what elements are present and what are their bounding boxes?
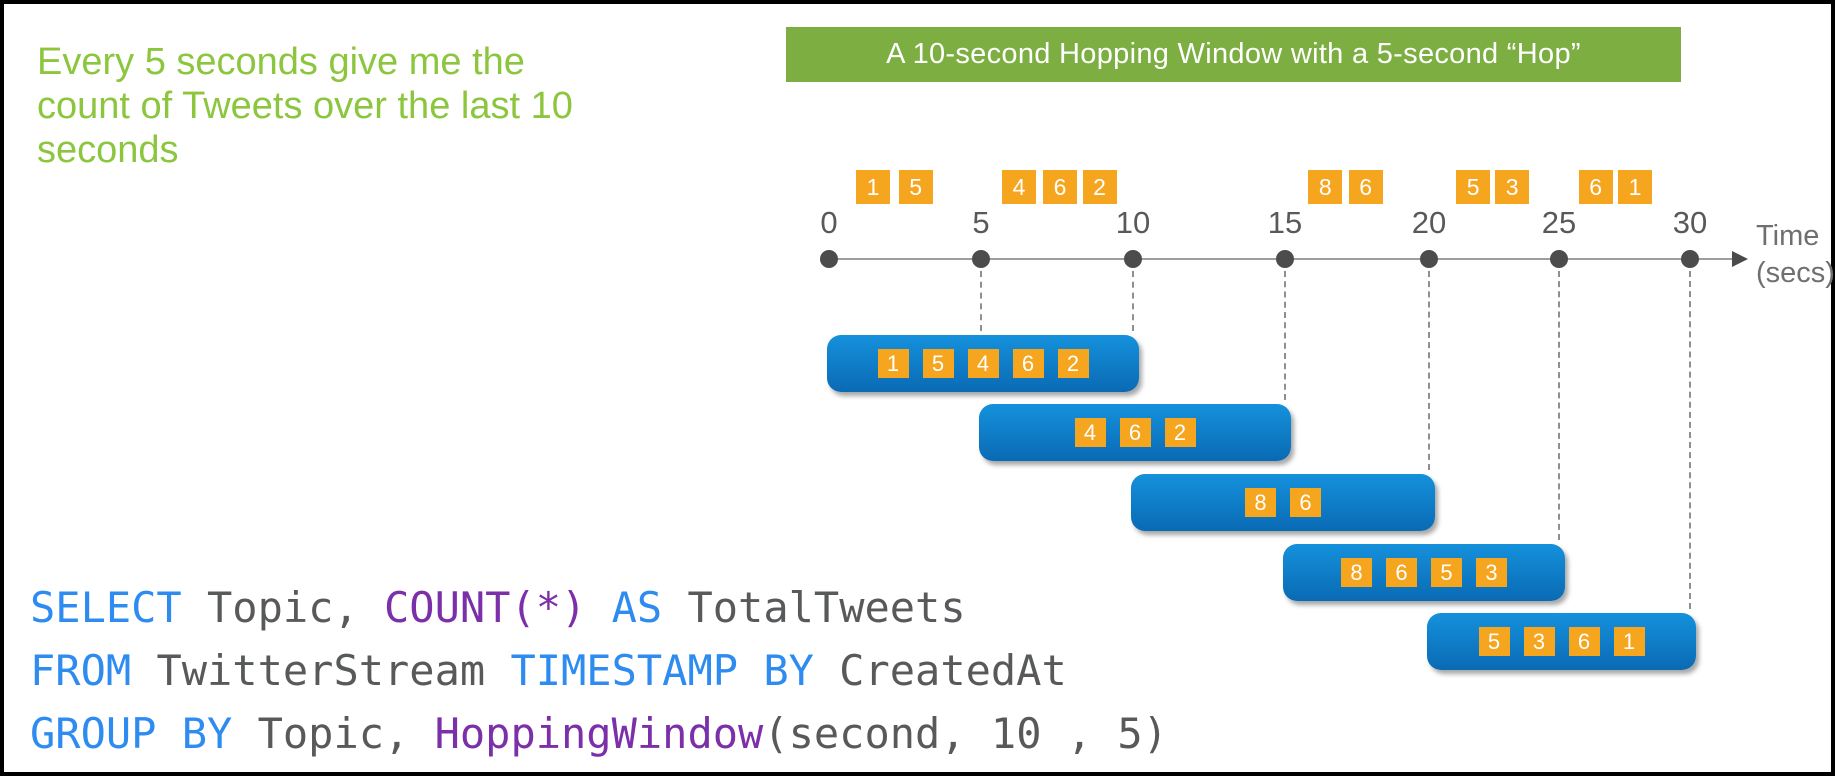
window-event-box: 8 bbox=[1245, 488, 1276, 517]
event-box: 3 bbox=[1495, 170, 1530, 204]
requirement-note-line-2: count of Tweets over the last 10 bbox=[37, 85, 573, 127]
window-event-box: 3 bbox=[1523, 627, 1555, 656]
window-event-box: 1 bbox=[877, 349, 909, 378]
event-box: 5 bbox=[898, 170, 933, 204]
code-line: GROUP BY Topic, HoppingWindow(second, 10… bbox=[30, 702, 1168, 765]
window-event-box: 6 bbox=[1290, 488, 1321, 517]
event-box: 2 bbox=[1082, 170, 1117, 204]
code-token: CreatedAt bbox=[813, 646, 1067, 695]
code-token: TwitterStream bbox=[131, 646, 511, 695]
window-event-box: 2 bbox=[1164, 418, 1196, 447]
timeline-arrowhead-icon bbox=[1732, 251, 1748, 267]
timeline-dot bbox=[1681, 250, 1699, 268]
requirement-note-line-1: Every 5 seconds give me the bbox=[37, 41, 525, 83]
event-box: 1 bbox=[856, 170, 891, 204]
tick-label: 20 bbox=[1411, 205, 1447, 240]
window-event-box: 5 bbox=[1478, 627, 1510, 656]
timeline-dot bbox=[1124, 250, 1142, 268]
tick-label: 5 bbox=[972, 205, 990, 240]
code-token: HoppingWindow bbox=[434, 709, 764, 758]
code-token: TIMESTAMP BY bbox=[510, 646, 814, 695]
code-line: FROM TwitterStream TIMESTAMP BY CreatedA… bbox=[30, 639, 1168, 702]
axis-label-time: Time bbox=[1756, 220, 1820, 252]
code-line: SELECT Topic, COUNT(*) AS TotalTweets bbox=[30, 576, 1168, 639]
window-event-box: 6 bbox=[1012, 349, 1044, 378]
event-box: 8 bbox=[1308, 170, 1343, 204]
timeline-dot bbox=[820, 250, 838, 268]
window-event-box: 5 bbox=[1431, 558, 1462, 587]
tick-label: 10 bbox=[1115, 205, 1151, 240]
dashed-projection-line bbox=[1689, 271, 1691, 609]
event-box: 1 bbox=[1617, 170, 1652, 204]
timeline-dot bbox=[972, 250, 990, 268]
tick-label: 30 bbox=[1672, 205, 1708, 240]
event-box: 6 bbox=[1578, 170, 1613, 204]
event-box: 6 bbox=[1043, 170, 1078, 204]
code-token: (second, 10 , 5) bbox=[763, 709, 1168, 758]
axis-label: Time (secs) bbox=[1756, 218, 1835, 292]
event-box: 4 bbox=[1002, 170, 1036, 204]
code-token: Topic, bbox=[181, 583, 385, 632]
window-event-box: 6 bbox=[1568, 627, 1600, 656]
code-token: FROM bbox=[30, 646, 132, 695]
timeline-dot bbox=[1420, 250, 1438, 268]
window-event-box: 3 bbox=[1476, 558, 1507, 587]
dashed-projection-line bbox=[980, 271, 982, 331]
timeline-dot bbox=[1276, 250, 1294, 268]
tick-label: 15 bbox=[1267, 205, 1303, 240]
title-banner-text: A 10-second Hopping Window with a 5-seco… bbox=[886, 38, 1581, 70]
dashed-projection-line bbox=[1284, 271, 1286, 400]
window-event-box: 2 bbox=[1057, 349, 1089, 378]
window-event-box: 1 bbox=[1613, 627, 1645, 656]
requirement-note: Every 5 seconds give me the count of Twe… bbox=[37, 40, 677, 172]
window-event-box: 4 bbox=[1074, 418, 1106, 447]
window-event-box: 4 bbox=[967, 349, 999, 378]
code-token: COUNT(*) bbox=[384, 583, 587, 632]
timeline-dot bbox=[1550, 250, 1568, 268]
code-token: GROUP BY bbox=[30, 709, 233, 758]
axis-label-secs: (secs) bbox=[1756, 257, 1835, 289]
dashed-projection-line bbox=[1428, 271, 1430, 470]
event-box: 5 bbox=[1456, 170, 1491, 204]
tick-label: 25 bbox=[1541, 205, 1577, 240]
requirement-note-line-3: seconds bbox=[37, 129, 179, 171]
code-token: TotalTweets bbox=[662, 583, 966, 632]
window-event-box: 6 bbox=[1386, 558, 1417, 587]
tick-label: 0 bbox=[820, 205, 838, 240]
code-token: Topic, bbox=[232, 709, 435, 758]
dashed-projection-line bbox=[1558, 271, 1560, 540]
title-banner: A 10-second Hopping Window with a 5-seco… bbox=[786, 27, 1681, 82]
window-event-box: 8 bbox=[1341, 558, 1372, 587]
dashed-projection-line bbox=[1132, 271, 1134, 331]
code-token bbox=[586, 583, 611, 632]
code-token: SELECT bbox=[30, 583, 182, 632]
window-event-box: 6 bbox=[1119, 418, 1151, 447]
event-box: 6 bbox=[1348, 170, 1383, 204]
code-token: AS bbox=[611, 583, 663, 632]
window-event-box: 5 bbox=[922, 349, 954, 378]
